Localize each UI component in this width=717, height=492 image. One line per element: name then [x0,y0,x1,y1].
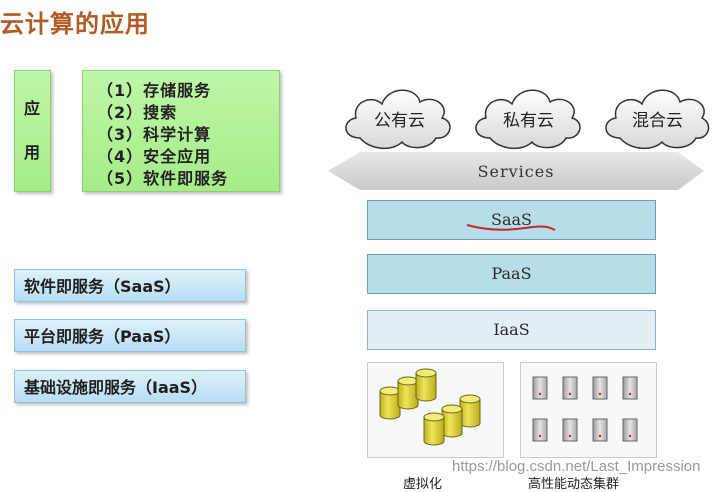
public-cloud-icon [345,89,451,150]
watermark-text: https://blog.csdn.net/Last_Impression [452,458,701,475]
layer-saas: SaaS [367,200,656,240]
layer-iaas: IaaS [367,310,656,350]
cloud-label-private: 私有云 [503,111,554,131]
page-title: 云计算的应用 [0,10,150,38]
virtualization-caption: 虚拟化 [403,477,443,492]
database-cylinder-icon [379,386,401,420]
server-icon [562,418,578,442]
layer-paas-label: PaaS [491,264,532,283]
cluster-servers [532,376,638,442]
services-label: Services [478,162,555,181]
cluster-caption: 高性能动态集群 [528,477,620,492]
list-item: （2）搜索 [97,103,178,122]
database-cylinder-icon [459,394,481,428]
saas-button[interactable]: 软件即服务（SaaS） [14,269,246,302]
server-icon [592,418,608,442]
application-label-box: 应 用 [14,70,51,192]
list-item: （5）软件即服务 [97,169,229,188]
database-cylinder-icon [415,368,437,402]
layer-iaas-label: IaaS [493,320,530,339]
paas-button[interactable]: 平台即服务（PaaS） [14,319,246,352]
virtualization-cylinders [379,368,481,446]
cloud-services-diagram: 公有云 私有云 混合云 Services [328,89,710,190]
database-cylinder-icon [441,404,463,438]
server-icon [532,418,548,442]
cluster-box [520,362,657,458]
cloud-label-public: 公有云 [374,111,425,131]
server-icon [622,418,638,442]
iaas-button[interactable]: 基础设施即服务（IaaS） [14,370,246,403]
application-list-box: （1）存储服务 （2）搜索 （3）科学计算 （4）安全应用 （5）软件即服务 [82,70,280,192]
cloud-label-hybrid: 混合云 [632,111,683,131]
server-icon [562,376,578,400]
database-cylinder-icon [423,412,445,446]
layer-paas: PaaS [367,254,656,294]
services-arrow [328,152,704,190]
server-icon [592,376,608,400]
hybrid-cloud-icon [605,89,710,150]
database-cylinder-icon [397,376,419,410]
application-label-char: 用 [24,143,41,162]
list-item: （3）科学计算 [97,125,212,144]
server-icon [532,376,548,400]
saas-underline-mark [466,224,556,231]
application-label-char: 应 [24,99,41,118]
layer-saas-label: SaaS [491,210,532,229]
server-icon [622,376,638,400]
list-item: （1）存储服务 [97,81,212,100]
private-cloud-icon [475,89,581,150]
virtualization-box [367,362,504,458]
list-item: （4）安全应用 [97,147,212,166]
